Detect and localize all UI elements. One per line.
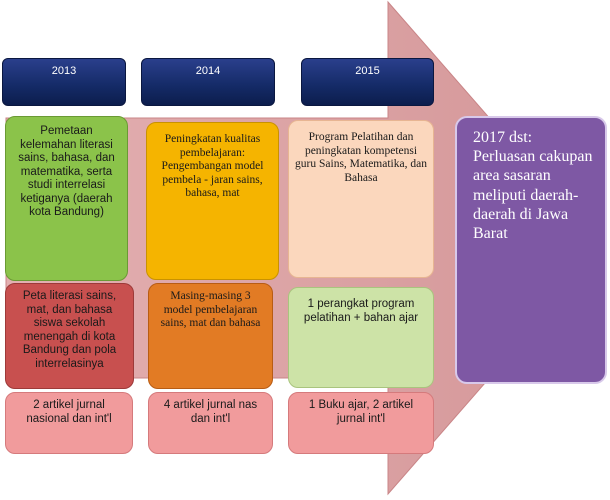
output-box-2013: 2 artikel jurnal nasional dan int'l (5, 392, 133, 454)
year-text: 2013 (51, 65, 77, 77)
plan-text: Peningkatan kualitas pembelajaran: Penge… (161, 133, 264, 200)
year-label-2014: 2014 (141, 58, 275, 106)
plan-box-2015: Program Pelatihan dan peningkatan kompet… (288, 120, 434, 278)
future-text: 2017 dst: Perluasan cakupan area sasaran… (473, 129, 593, 242)
plan-text: Pemetaan kelemahan literasi sains, bahas… (18, 125, 115, 219)
result-box-2013: Peta literasi sains, mat, dan bahasa sis… (5, 283, 134, 389)
result-box-2014: Masing-masing 3 model pembelajaran sains… (148, 283, 273, 389)
output-text: 2 artikel jurnal nasional dan int'l (26, 399, 112, 425)
output-text: 4 artikel jurnal nas dan int'l (163, 399, 258, 425)
output-box-2014: 4 artikel jurnal nas dan int'l (148, 392, 273, 454)
output-box-2015: 1 Buku ajar, 2 artikel jurnal int'l (288, 392, 434, 454)
plan-box-2014: Peningkatan kualitas pembelajaran: Penge… (146, 122, 279, 280)
result-text: Peta literasi sains, mat, dan bahasa sis… (22, 290, 117, 370)
future-box-2017: 2017 dst: Perluasan cakupan area sasaran… (455, 116, 607, 384)
year-text: 2014 (195, 65, 221, 77)
year-label-2013: 2013 (2, 58, 126, 106)
plan-text: Program Pelatihan dan peningkatan kompet… (295, 131, 427, 184)
result-box-2015: 1 perangkat program pelatihan + bahan aj… (288, 287, 434, 388)
result-text: Masing-masing 3 model pembelajaran sains… (160, 290, 261, 330)
year-text: 2015 (355, 65, 380, 77)
result-text: 1 perangkat program pelatihan + bahan aj… (303, 298, 419, 324)
output-text: 1 Buku ajar, 2 artikel jurnal int'l (308, 399, 414, 425)
plan-box-2013: Pemetaan kelemahan literasi sains, bahas… (5, 116, 128, 281)
year-label-2015: 2015 (301, 58, 434, 106)
